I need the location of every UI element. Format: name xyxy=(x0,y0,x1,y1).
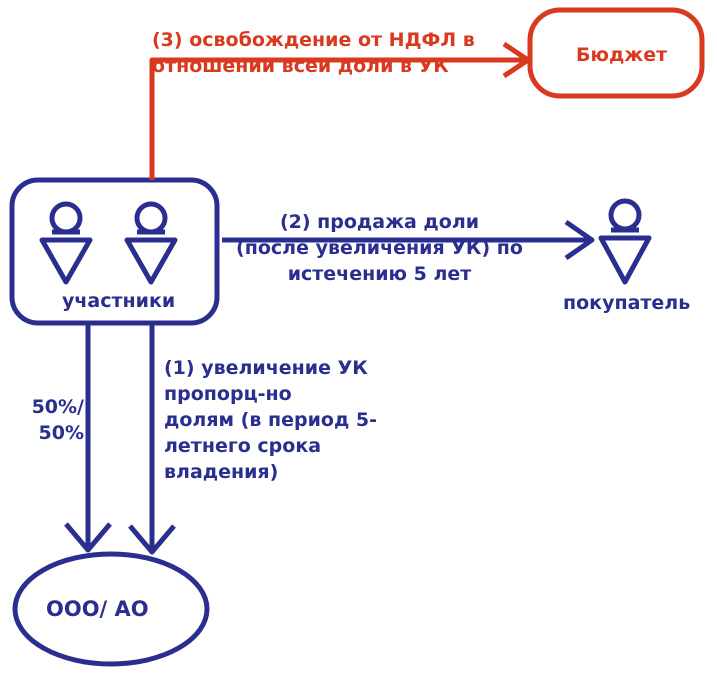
ratio-label-line: 50%/ xyxy=(31,396,84,418)
participants-box xyxy=(9,177,220,326)
ratio-label-line: 50% xyxy=(38,422,84,444)
increase-label: (1) увеличение УК пропорц-но долям (в пе… xyxy=(164,355,414,485)
increase-label-line: пропорц-но xyxy=(164,383,292,405)
exemption-label-line: отношении всей доли в УК xyxy=(152,55,449,77)
increase-arrowhead xyxy=(128,524,176,555)
exemption-label-line: (3) освобождение от НДФЛ в xyxy=(152,29,475,51)
sale-label-line: (2) продажа доли xyxy=(279,211,480,233)
ratio-label: 50%/ 50% xyxy=(22,394,84,446)
sale-label: (2) продажа доли (после увеличения УК) п… xyxy=(227,209,532,287)
increase-label-line: долям (в период 5- xyxy=(164,409,378,431)
company-label: ООО/ АО xyxy=(46,597,149,621)
sale-label-line: истечению 5 лет xyxy=(287,263,472,285)
company-ellipse xyxy=(12,551,210,667)
increase-label-line: летнего срока xyxy=(164,435,322,457)
exemption-label: (3) освобождение от НДФЛ в отношении все… xyxy=(152,27,492,79)
person-icon xyxy=(39,201,93,285)
increase-label-line: владения) xyxy=(164,461,279,483)
increase-label-line: (1) увеличение УК xyxy=(164,357,368,379)
buyer-label: покупатель xyxy=(563,292,691,314)
participants-label: участники xyxy=(62,290,176,312)
budget-label: Бюджет xyxy=(576,44,668,66)
ratio-arrowhead xyxy=(64,522,112,553)
person-icon xyxy=(124,201,178,285)
sale-label-line: (после увеличения УК) по xyxy=(236,237,523,259)
person-icon xyxy=(598,198,652,285)
exemption-arrow-line xyxy=(149,57,528,180)
exemption-arrowhead xyxy=(502,41,531,79)
sale-arrowhead xyxy=(564,219,595,261)
budget-box xyxy=(527,7,705,99)
